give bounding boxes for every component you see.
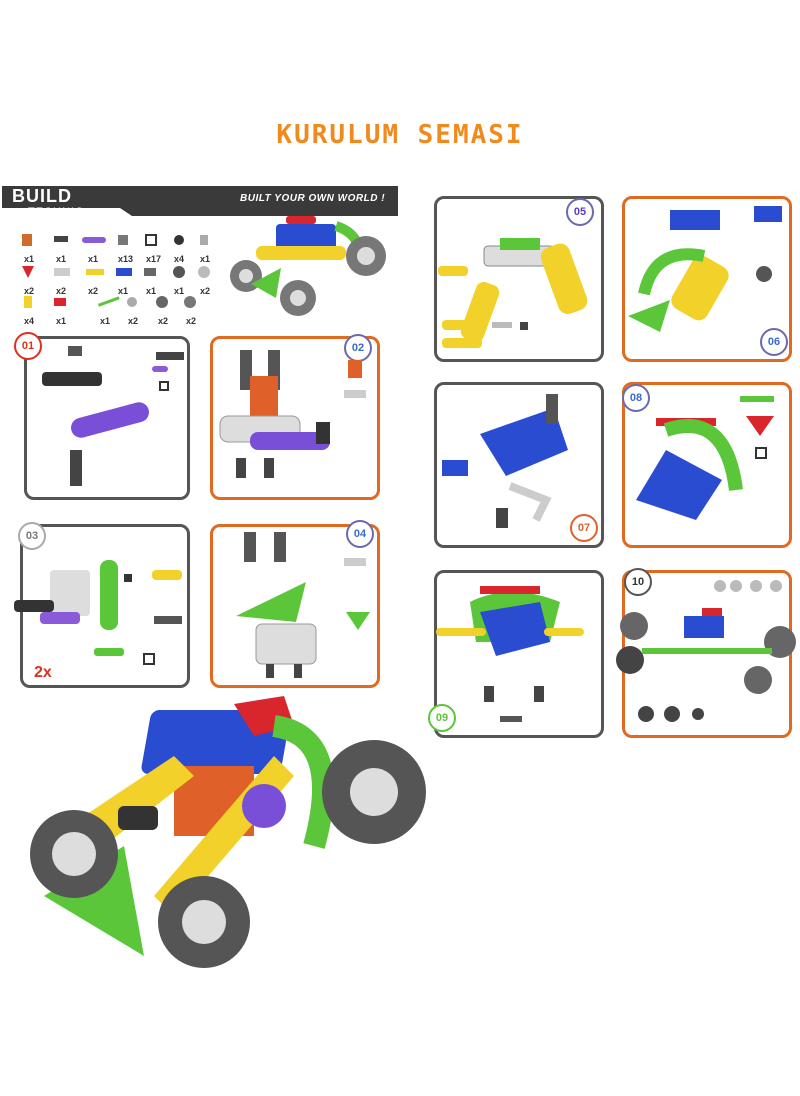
part-qty: x1 bbox=[56, 316, 67, 326]
part-qty: x4 bbox=[24, 316, 35, 326]
step-04-diagram bbox=[236, 532, 370, 678]
part-qty: x1 bbox=[200, 254, 211, 264]
step-01-diagram bbox=[42, 346, 184, 486]
page-title: KURULUM SEMASI bbox=[276, 120, 524, 150]
step-number: 06 bbox=[760, 328, 788, 356]
part-qty: x2 bbox=[24, 286, 35, 296]
part-qty: x2 bbox=[158, 316, 169, 326]
step-number: 04 bbox=[346, 520, 374, 548]
brand-logo-subtext: TECHNIC bbox=[28, 206, 84, 218]
step-number: 03 bbox=[18, 522, 46, 550]
step-panel-06 bbox=[622, 196, 792, 362]
part-qty: x2 bbox=[56, 286, 67, 296]
step-number: 09 bbox=[428, 704, 456, 732]
step-panel-04 bbox=[210, 524, 380, 688]
parts-icons bbox=[22, 234, 210, 308]
part-qty: x2 bbox=[200, 286, 211, 296]
part-qty: x2 bbox=[128, 316, 139, 326]
step-number: 02 bbox=[344, 334, 372, 362]
step-panel-02 bbox=[210, 336, 380, 500]
part-qty: x1 bbox=[146, 286, 157, 296]
step-panel-08 bbox=[622, 382, 792, 548]
brand-slogan: BUILT YOUR OWN WORLD ! bbox=[240, 193, 386, 204]
step-panel-07 bbox=[434, 382, 604, 548]
step-09-diagram bbox=[436, 586, 584, 722]
step-number: 01 bbox=[14, 332, 42, 360]
preview-car-illustration bbox=[230, 216, 386, 316]
step-03-diagram bbox=[14, 560, 182, 665]
assembled-car-illustration bbox=[30, 696, 426, 968]
part-qty: x1 bbox=[174, 286, 185, 296]
step-10-diagram bbox=[616, 580, 796, 722]
step-02-diagram bbox=[219, 350, 366, 478]
step-03-multiplier: 2x bbox=[34, 664, 52, 681]
step-number: 07 bbox=[570, 514, 598, 542]
part-qty: x2 bbox=[88, 286, 99, 296]
part-qty: x1 bbox=[24, 254, 35, 264]
step-number: 08 bbox=[622, 384, 650, 412]
step-08-diagram bbox=[636, 396, 774, 520]
step-05-diagram bbox=[438, 238, 588, 348]
part-qty: x13 bbox=[118, 254, 134, 264]
part-qty: x1 bbox=[88, 254, 99, 264]
brand-banner bbox=[2, 186, 398, 216]
step-07-diagram bbox=[442, 394, 568, 528]
brand-logo-text: BUILD bbox=[12, 186, 72, 206]
step-06-diagram bbox=[628, 206, 782, 332]
step-number: 10 bbox=[624, 568, 652, 596]
part-qty: x1 bbox=[118, 286, 129, 296]
step-number: 05 bbox=[566, 198, 594, 226]
part-qty: x2 bbox=[186, 316, 197, 326]
parts-list: x1 x1 x1 x13 x17 x4 x1 x2 x2 x2 x1 x1 x1… bbox=[14, 232, 214, 326]
step-panel-09 bbox=[434, 570, 604, 738]
part-qty: x17 bbox=[146, 254, 162, 264]
part-qty: x1 bbox=[56, 254, 67, 264]
step-panel-05 bbox=[434, 196, 604, 362]
part-qty: x4 bbox=[174, 254, 185, 264]
step-panel-01 bbox=[24, 336, 190, 500]
part-qty: x1 bbox=[100, 316, 111, 326]
